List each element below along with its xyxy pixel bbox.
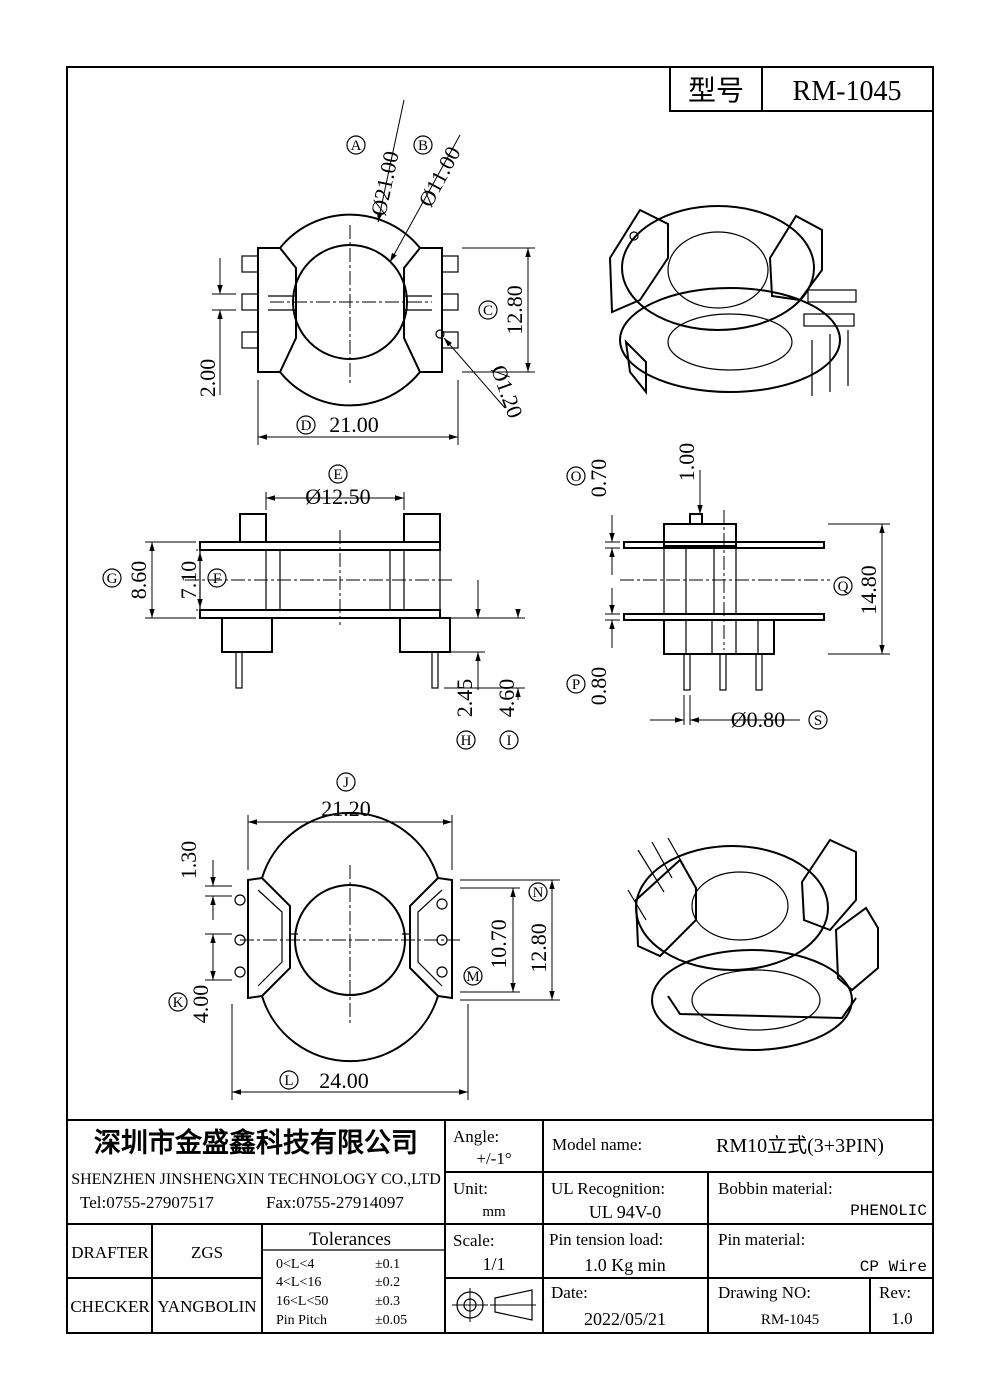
tolerance-range-1: 4<L<16 xyxy=(276,1275,321,1290)
dim-letter-o: O xyxy=(571,469,582,485)
tolerance-range-3: Pin Pitch xyxy=(276,1313,327,1328)
model-name-label: Model name: xyxy=(552,1135,642,1154)
dim-d-value: 21.00 xyxy=(329,412,379,437)
scale-label: Scale: xyxy=(453,1231,495,1250)
dim-e-value: Ø12.50 xyxy=(305,484,370,509)
dim-j-value: 21.20 xyxy=(321,796,371,821)
pin-material-value: CP Wire xyxy=(860,1258,927,1276)
dim-letter-d: D xyxy=(301,418,312,434)
dim-letter-b: B xyxy=(418,138,428,154)
pin-tension-value: 1.0 Kg min xyxy=(584,1255,666,1275)
date-value: 2022/05/21 xyxy=(584,1309,666,1329)
dim-c-value: 12.80 xyxy=(502,285,527,335)
company-fax: Fax:0755-27914097 xyxy=(266,1193,404,1212)
dim-pin-pitch-value: 2.00 xyxy=(195,359,220,398)
dim-letter-k: K xyxy=(173,995,184,1011)
model-name-value: RM10立式(3+3PIN) xyxy=(716,1134,884,1157)
front-view: E Ø12.50 F 7.10 G 8.60 2.45 H 4.60 I xyxy=(102,464,525,750)
drafter-value: ZGS xyxy=(191,1243,223,1262)
title-block: 深圳市金盛鑫科技有限公司 SHENZHEN JINSHENGXIN TECHNO… xyxy=(67,1119,933,1333)
dim-o-value: 0.70 xyxy=(586,459,611,498)
dim-m-value: 10.70 xyxy=(486,919,511,969)
scale-value: 1/1 xyxy=(482,1254,505,1274)
dim-s-value: Ø0.80 xyxy=(731,707,785,732)
dim-letter-s: S xyxy=(814,713,822,729)
model-value: RM-1045 xyxy=(793,76,902,107)
ul-value: UL 94V-0 xyxy=(589,1202,661,1222)
top-view: A Ø21.00 B Ø11.00 C 12.80 D 21.00 2.00 Ø… xyxy=(195,99,535,445)
dim-q-value: 14.80 xyxy=(856,565,881,615)
drawing-no-value: RM-1045 xyxy=(761,1312,819,1328)
dim-letter-n: N xyxy=(533,885,544,901)
tolerance-value-0: ±0.1 xyxy=(375,1257,400,1272)
tolerance-range-0: 0<L<4 xyxy=(276,1257,314,1272)
dim-letter-i: I xyxy=(507,733,512,749)
angle-label: Angle: xyxy=(453,1127,499,1146)
dim-l-value: 24.00 xyxy=(319,1068,369,1093)
drafter-label: DRAFTER xyxy=(71,1243,149,1262)
pin-tension-label: Pin tension load: xyxy=(549,1230,663,1249)
pin-material-label: Pin material: xyxy=(718,1230,805,1249)
company-tel: Tel:0755-27907517 xyxy=(80,1193,214,1212)
angle-value: +/-1° xyxy=(476,1149,511,1168)
unit-label: Unit: xyxy=(453,1179,488,1198)
tolerance-value-1: ±0.2 xyxy=(375,1275,400,1290)
dim-f-value: 7.10 xyxy=(176,561,201,600)
tolerance-range-2: 16<L<50 xyxy=(276,1294,328,1309)
dim-letter-f: F xyxy=(213,571,221,587)
dim-letter-g: G xyxy=(107,571,118,587)
dim-h-value: 2.45 xyxy=(452,679,477,718)
dim-a-value: Ø21.00 xyxy=(366,149,404,218)
dim-letter-c: C xyxy=(483,303,493,319)
dim-letter-a: A xyxy=(351,138,362,154)
unit-value: mm xyxy=(482,1204,506,1220)
model-header-box: 型号 RM-1045 xyxy=(669,66,934,112)
drawing-no-label: Drawing NO: xyxy=(718,1283,811,1302)
bobbin-material-value: PHENOLIC xyxy=(850,1202,927,1220)
dim-letter-m: M xyxy=(466,969,479,985)
model-label: 型号 xyxy=(688,75,744,107)
dim-letter-q: Q xyxy=(838,579,849,595)
checker-value: YANGBOLIN xyxy=(157,1297,256,1316)
rev-label: Rev: xyxy=(879,1283,911,1302)
dim-tab-value: 1.30 xyxy=(176,841,201,880)
dim-letter-p: P xyxy=(572,677,580,693)
dim-letter-j: J xyxy=(343,775,349,791)
bobbin-material-label: Bobbin material: xyxy=(718,1179,833,1198)
company-name-cn: 深圳市金盛鑫科技有限公司 xyxy=(94,1127,418,1158)
dim-letter-l: L xyxy=(284,1073,293,1089)
dim-n-value: 12.80 xyxy=(526,923,551,973)
tolerance-value-3: ±0.05 xyxy=(375,1313,407,1328)
tolerances-title: Tolerances xyxy=(309,1229,391,1250)
dim-k-value: 4.00 xyxy=(188,985,213,1024)
rev-value: 1.0 xyxy=(891,1309,912,1328)
top-view-marker-hole xyxy=(435,329,445,339)
drawing-frame xyxy=(66,66,934,1334)
company-name-en: SHENZHEN JINSHENGXIN TECHNOLOGY CO.,LTD xyxy=(71,1171,441,1188)
bottom-view: J 21.20 1.30 N 12.80 10.70 M K 4.00 L 24… xyxy=(168,772,560,1100)
isometric-view-bottom xyxy=(627,837,879,1051)
isometric-view-top xyxy=(608,205,857,396)
side-view: O 0.70 1.00 Q 14.80 P 0.80 Ø0.80 S xyxy=(566,443,890,732)
dim-g-value: 8.60 xyxy=(126,561,151,600)
projection-symbol-icon xyxy=(452,1288,536,1322)
checker-label: CHECKER xyxy=(70,1297,150,1316)
date-label: Date: xyxy=(551,1283,588,1302)
tolerance-value-2: ±0.3 xyxy=(375,1294,400,1309)
dim-top-value: 1.00 xyxy=(674,443,699,482)
dim-i-value: 4.60 xyxy=(494,679,519,718)
dim-p-value: 0.80 xyxy=(586,667,611,706)
dim-letter-e: E xyxy=(333,467,342,483)
dim-hole-value: Ø1.20 xyxy=(486,362,528,422)
ul-label: UL Recognition: xyxy=(551,1179,665,1198)
dim-letter-h: H xyxy=(461,733,472,749)
